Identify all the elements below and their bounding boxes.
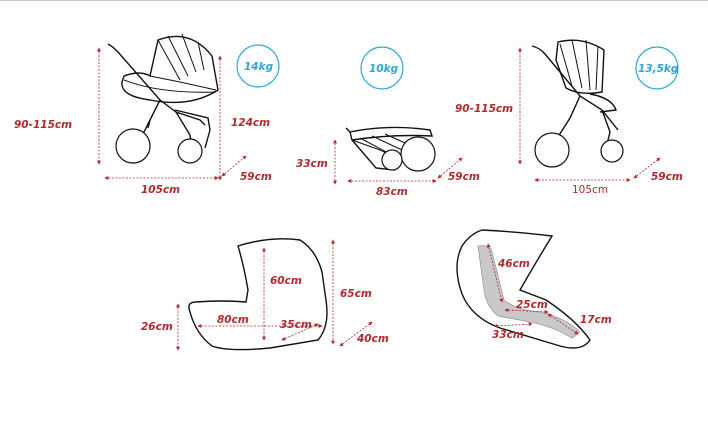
folded-height-label: 33cm <box>296 158 328 170</box>
stroller-with-carrycot <box>97 33 280 181</box>
weight-label-1: 14kg <box>244 61 274 73</box>
cot-outer-height-label: 65cm <box>340 288 372 300</box>
seat-footrest-label: 17cm <box>580 314 612 326</box>
carrycot-drawing <box>176 238 373 351</box>
deep-length-label: 105cm <box>141 184 180 196</box>
deep-width-label: 59cm <box>240 171 272 183</box>
weight-label-3: 13,5kg <box>638 63 679 75</box>
seat-drawing <box>456 229 591 349</box>
stroller-folded <box>333 46 463 185</box>
cot-side-height-label: 26cm <box>141 321 173 333</box>
sport-height-range-label: 90-115cm <box>455 103 513 115</box>
seat-depth-label: 25cm <box>516 299 548 311</box>
sport-width-label: 59cm <box>651 171 683 183</box>
deep-height-range-label: 90-115cm <box>14 119 72 131</box>
cot-inner-width-label: 35cm <box>280 319 312 331</box>
stroller-with-seat <box>518 39 679 182</box>
deep-height-label: 124cm <box>231 117 270 129</box>
cot-width-label: 40cm <box>356 333 389 345</box>
cot-length-label: 80cm <box>217 314 249 326</box>
folded-length-label: 83cm <box>376 186 408 198</box>
folded-width-label: 59cm <box>448 171 480 183</box>
weight-badge-2 <box>360 46 404 90</box>
weight-badge-3 <box>635 46 679 90</box>
weight-label-2: 10kg <box>369 63 399 75</box>
cot-inner-height-label: 60cm <box>270 275 302 287</box>
seat-width-label: 33cm <box>492 329 524 341</box>
weight-badge-1 <box>236 44 280 88</box>
seat-back-label: 46cm <box>497 258 530 270</box>
sport-length-label: 105cm <box>572 184 608 196</box>
